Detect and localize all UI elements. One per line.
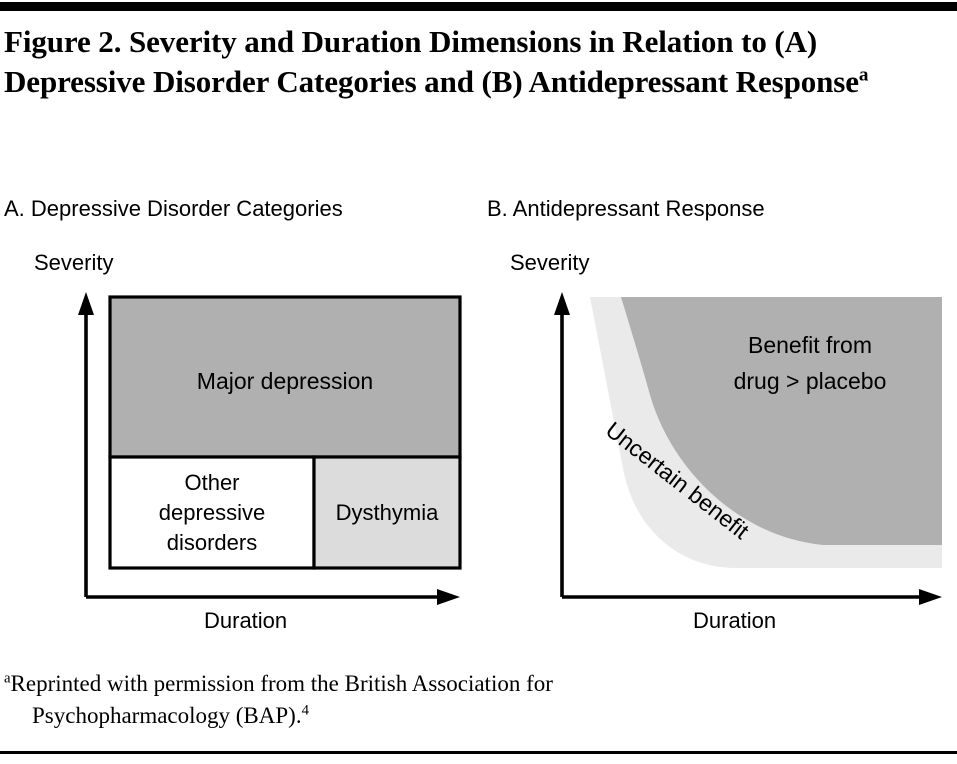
panel-b-y-axis (554, 292, 570, 597)
panel-b-x-axis (562, 589, 942, 605)
region-major-depression-label: Major depression (197, 368, 373, 394)
region-other-depressive-disorders-label-line2: depressive (159, 500, 265, 525)
figure-title-text: Figure 2. Severity and Duration Dimensio… (4, 24, 859, 99)
footnote-line-2-wrapper: Psychopharmacology (BAP).4 (4, 700, 764, 732)
panel-a-y-axis-label: Severity (34, 250, 114, 275)
region-dysthymia-label: Dysthymia (336, 500, 439, 525)
footnote-marker: a (4, 670, 11, 687)
panel-a-x-axis-label: Duration (204, 608, 288, 633)
figure-footnote: aReprinted with permission from the Brit… (4, 668, 764, 731)
region-benefit-from-drug-label-line2: drug > placebo (734, 368, 887, 394)
panel-a-diagram: Major depression Other depressive disord… (78, 292, 462, 605)
region-dysthymia (312, 455, 462, 570)
region-other-depressive-disorders-label-line1: Other (184, 470, 239, 495)
figure-title: Figure 2. Severity and Duration Dimensio… (4, 22, 934, 101)
panel-b-x-axis-label: Duration (693, 608, 777, 633)
footnote-line-2: Psychopharmacology (BAP). (32, 702, 302, 728)
region-major-depression (108, 295, 462, 459)
region-benefit-from-drug (621, 297, 942, 545)
bottom-rule (0, 751, 957, 754)
top-rule (0, 2, 957, 11)
panel-b-label: B. Antidepressant Response (487, 196, 765, 221)
footnote-line-1: Reprinted with permission from the Briti… (10, 671, 553, 696)
region-other-depressive-disorders-label-line3: disorders (167, 530, 257, 555)
panel-b-diagram: Benefit from drug > placebo Uncertain be… (554, 292, 942, 605)
panel-a-label: A. Depressive Disorder Categories (4, 196, 343, 221)
panel-a-x-axis (86, 589, 460, 605)
panel-a-y-axis (78, 292, 94, 597)
footnote-reference-number: 4 (301, 702, 309, 719)
region-benefit-from-drug-label-line1: Benefit from (748, 332, 872, 358)
figure-title-footnote-marker: a (858, 64, 869, 86)
region-other-depressive-disorders (108, 455, 316, 570)
panel-b-y-axis-label: Severity (510, 250, 590, 275)
